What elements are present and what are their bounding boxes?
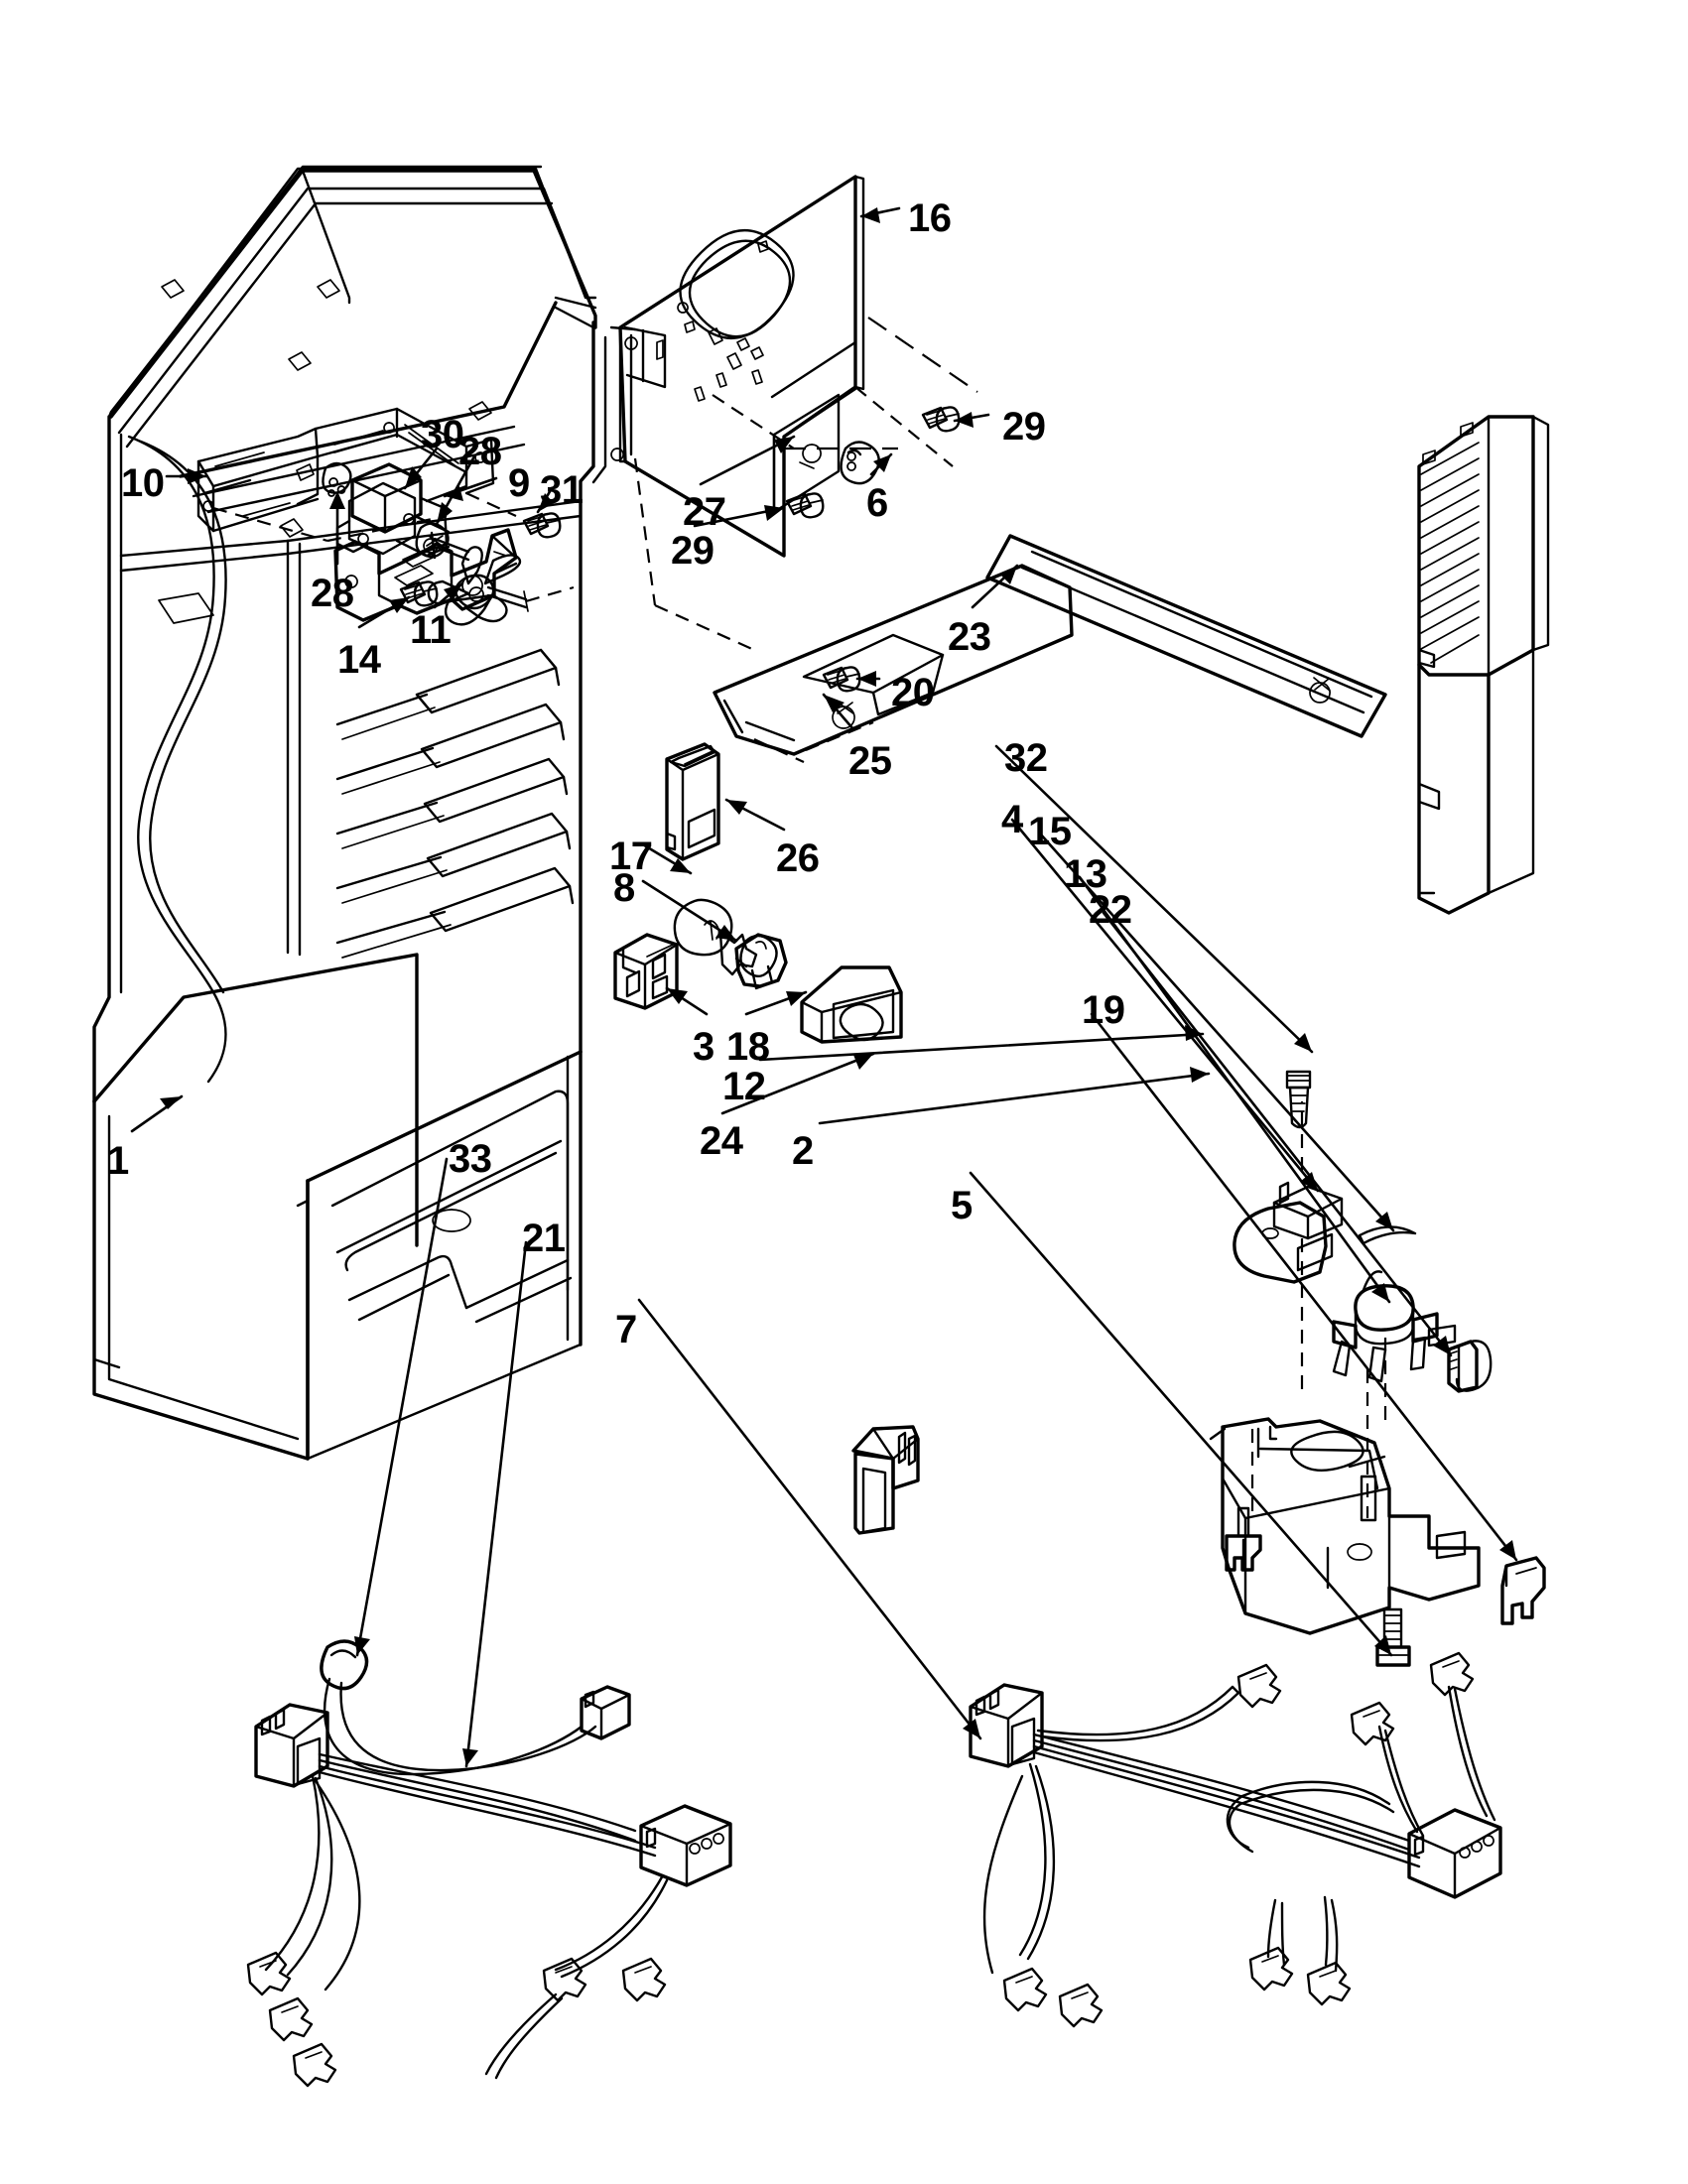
callout-14: 14 — [337, 638, 381, 682]
callout-9: 9 — [508, 461, 530, 505]
callout-6: 6 — [866, 481, 888, 525]
callout-7: 7 — [615, 1308, 637, 1351]
callout-22: 22 — [1089, 888, 1132, 932]
thermostat-knob — [1447, 1340, 1493, 1393]
relay-module — [665, 742, 720, 861]
control-mounting-rail — [196, 407, 517, 543]
air-duct-cover — [713, 534, 1387, 763]
callout-28b: 28 — [311, 572, 354, 615]
terminal-connector-19 — [1500, 1556, 1546, 1625]
wire-harness-left — [246, 1639, 732, 2088]
callout-32: 32 — [1004, 736, 1048, 780]
grommet-plug — [840, 441, 880, 485]
callout-18: 18 — [726, 1025, 770, 1069]
thermostat — [1332, 1270, 1457, 1429]
callout-16: 16 — [908, 196, 952, 240]
wire-harness-right — [969, 1651, 1502, 2028]
drain-plug — [1225, 1506, 1262, 1572]
callout-5: 5 — [951, 1184, 973, 1227]
callout-15: 15 — [1028, 810, 1072, 853]
callout-11: 11 — [410, 608, 452, 652]
callout-2: 2 — [792, 1129, 814, 1173]
cover-screw — [822, 666, 861, 693]
light-housing — [800, 965, 903, 1044]
callout-8: 8 — [613, 866, 635, 910]
callout-23: 23 — [948, 615, 991, 659]
drain-pan-base — [1221, 1369, 1481, 1635]
leader-lines — [130, 206, 1518, 1768]
cabinet-liner-group — [92, 165, 607, 1461]
callout-12: 12 — [722, 1065, 766, 1108]
callout-25: 25 — [848, 739, 892, 783]
callout-10: 10 — [121, 461, 165, 505]
callout-17: 17 — [609, 835, 653, 878]
callout-1: 1 — [107, 1139, 129, 1183]
callout-29b: 29 — [671, 529, 714, 573]
side-grille-panel — [1417, 415, 1550, 915]
timer-screw — [1285, 1070, 1312, 1129]
callout-27: 27 — [683, 490, 726, 534]
callout-4: 4 — [1001, 798, 1023, 841]
wire-connector-3 — [613, 933, 679, 1010]
callout-3: 3 — [693, 1025, 714, 1069]
callout-30: 30 — [421, 413, 464, 456]
fan-motor-assembly — [322, 461, 575, 626]
callout-29a: 29 — [1002, 405, 1046, 449]
panel-screw-center — [785, 492, 825, 519]
capillary-clip — [1358, 1225, 1417, 1245]
callout-24: 24 — [700, 1119, 743, 1163]
callout-31: 31 — [540, 468, 584, 512]
evaporator-cover-panel — [609, 175, 978, 652]
defrost-timer — [1233, 1101, 1344, 1389]
terminal-block — [851, 1425, 920, 1535]
callout-13: 13 — [1064, 852, 1107, 896]
light-socket — [734, 933, 788, 990]
callout-26: 26 — [776, 836, 820, 880]
callout-19: 19 — [1082, 988, 1125, 1032]
callout-28a: 28 — [458, 430, 502, 473]
panel-screw-right — [921, 406, 961, 433]
shelf-fins — [335, 648, 575, 959]
callout-33: 33 — [449, 1137, 492, 1181]
callout-20: 20 — [891, 671, 935, 714]
drain-tube — [1209, 1427, 1227, 1441]
callout-21: 21 — [522, 1217, 566, 1260]
mounting-screw-5 — [1375, 1607, 1411, 1667]
